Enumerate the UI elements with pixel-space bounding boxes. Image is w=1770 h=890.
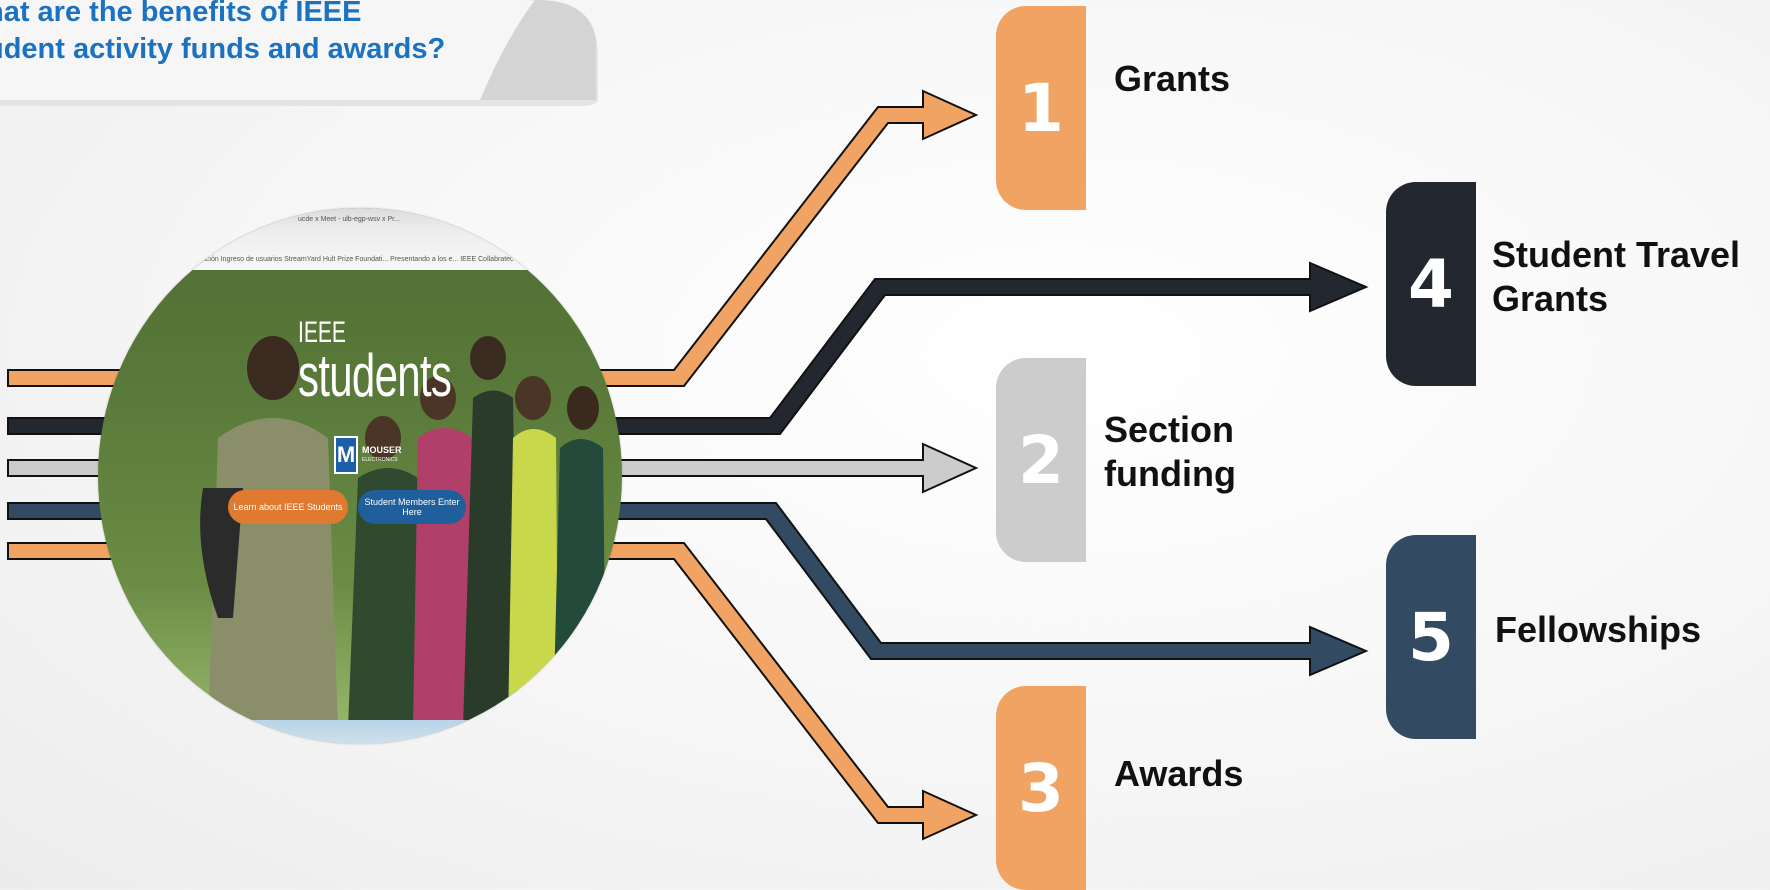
number-1: 1 <box>1018 69 1064 147</box>
bookmarks-bar: ación Ingreso de usuarios StreamYard Hul… <box>202 256 593 263</box>
number-4: 4 <box>1408 245 1454 323</box>
label-grants-line-1: Grants <box>1114 58 1231 99</box>
number-card-4: 4 <box>1386 182 1476 386</box>
mouser-logo: M MOUSER ELECTRONICS <box>334 436 402 474</box>
label-student-travel-grants: Student Travel Grants <box>1492 233 1740 321</box>
number-card-5: 5 <box>1386 535 1476 739</box>
number-5: 5 <box>1408 598 1454 676</box>
browser-tabs: ucde x Meet - ulb-egp-wsv x Pr... <box>298 216 400 223</box>
label-awards-line-1: Awards <box>1114 753 1244 794</box>
label-student-travel-grants-line-1: Student Travel <box>1492 234 1741 275</box>
ieee-wordmark: IEEE <box>298 316 346 349</box>
ieee-students-website-photo: ucde x Meet - ulb-egp-wsv x Pr... ación … <box>98 208 622 744</box>
browser-bar: ucde x Meet - ulb-egp-wsv x Pr... ación … <box>98 208 622 270</box>
number-card-3: 3 <box>996 686 1086 890</box>
student-members-enter-button[interactable]: Student Members Enter Here <box>358 490 466 524</box>
label-section-funding: Section funding <box>1104 408 1236 496</box>
question-line-1: hat are the benefits of IEEE <box>0 0 362 28</box>
label-fellowships-line-1: Fellowships <box>1495 609 1702 650</box>
number-card-2: 2 <box>996 358 1086 562</box>
question-tab: hat are the benefits of IEEE udent activ… <box>0 0 600 106</box>
students-wordmark: students <box>298 342 452 409</box>
label-student-travel-grants-line-2: Grants <box>1492 278 1609 319</box>
number-3: 3 <box>1018 749 1064 827</box>
question-tab-shape <box>0 0 599 106</box>
label-grants: Grants <box>1114 57 1230 101</box>
number-card-1: 1 <box>996 6 1086 210</box>
question-line-2: udent activity funds and awards? <box>0 33 446 65</box>
learn-about-ieee-students-button[interactable]: Learn about IEEE Students <box>228 490 348 524</box>
mouser-sub: ELECTRONICS <box>362 457 398 463</box>
number-2: 2 <box>1018 421 1064 499</box>
label-fellowships: Fellowships <box>1495 608 1701 652</box>
arrow-to-student-travel-grants <box>7 261 1369 435</box>
students-group-image <box>200 336 606 728</box>
label-section-funding-line-2: funding <box>1104 453 1236 494</box>
arrow-to-fellowships <box>7 502 1369 677</box>
question-title: hat are the benefits of IEEE udent activ… <box>0 0 546 68</box>
photo-bottom-strip <box>98 720 622 744</box>
mouser-initial: M <box>334 436 358 474</box>
label-awards: Awards <box>1114 752 1243 796</box>
mouser-name: MOUSER <box>362 445 402 455</box>
label-section-funding-line-1: Section <box>1104 409 1235 450</box>
